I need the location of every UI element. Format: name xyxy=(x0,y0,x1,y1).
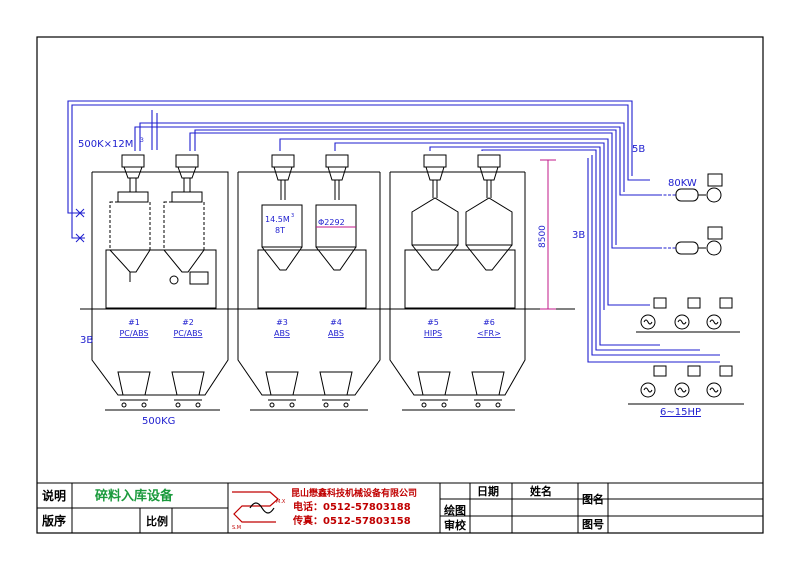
bin-1-mat: PC/ABS xyxy=(119,329,148,338)
conveying-pipes xyxy=(67,100,720,363)
draw-label: 绘图 xyxy=(444,503,466,517)
rooms xyxy=(80,171,575,411)
bin-capacity-label: 500KG xyxy=(142,416,175,427)
blower-1 xyxy=(650,173,723,203)
silo-weight-label: 8T xyxy=(275,226,285,235)
drawing-name-label: 图名 xyxy=(582,492,604,506)
blowers xyxy=(650,173,723,256)
title-text: 说明 碎料入库设备 版序 比例 M.X S.M 昆山懋鑫科技机械设备有限公司 电… xyxy=(42,484,604,532)
silo-1 xyxy=(109,154,151,282)
height-dimension xyxy=(316,159,556,310)
person-name-label: 姓名 xyxy=(530,484,552,498)
company-logo xyxy=(232,491,279,523)
blower-power-label: 80KW xyxy=(668,178,697,189)
silo-volume-label: 14.5M xyxy=(265,215,290,224)
silo-3 xyxy=(261,154,303,271)
company-fax: 传真：0512-57803158 xyxy=(292,514,411,527)
valve-icons xyxy=(75,208,85,243)
silos xyxy=(105,154,516,309)
company-name: 昆山懋鑫科技机械设备有限公司 xyxy=(291,487,417,499)
bin-6-num: #6 xyxy=(483,318,495,327)
blower-2 xyxy=(650,226,723,256)
drawing-no-label: 图号 xyxy=(582,518,604,531)
cart-2 xyxy=(171,371,205,408)
silo-diameter-label: Φ2292 xyxy=(318,218,345,227)
scale-label: 比例 xyxy=(146,514,168,528)
silo-4 xyxy=(315,154,357,271)
labels: 500K×12M 3 5B 3B 3B 80KW 6~15HP 500KG 85… xyxy=(78,137,701,427)
motors xyxy=(628,297,744,405)
cart-5 xyxy=(417,371,451,408)
height-label: 8500 xyxy=(538,225,548,248)
left-label-3b: 3B xyxy=(80,335,93,346)
check-label: 审校 xyxy=(444,518,467,532)
cart-4 xyxy=(319,371,353,408)
bin-5-num: #5 xyxy=(427,318,439,327)
silo-5 xyxy=(411,154,459,271)
silo-2 xyxy=(163,154,209,285)
bin-labels: #1 PC/ABS #2 PC/ABS #3 ABS #4 ABS #5 HIP… xyxy=(119,318,500,338)
company-phone: 电话：0512-57803188 xyxy=(293,500,411,513)
motor-row-2 xyxy=(640,365,733,398)
pipe-label-3b: 3B xyxy=(572,230,585,241)
capacity-sup: 3 xyxy=(140,137,144,144)
sheet-border xyxy=(36,36,764,534)
desc-value: 碎料入库设备 xyxy=(95,488,174,504)
bin-1-num: #1 xyxy=(128,318,140,327)
bin-5-mat: HIPS xyxy=(424,329,442,338)
silo-volume-sup: 3 xyxy=(291,213,294,219)
logo-top-text: M.X xyxy=(276,499,286,505)
bin-2-num: #2 xyxy=(182,318,194,327)
pipe-label-5b: 5B xyxy=(632,144,645,155)
capacity-label: 500K×12M xyxy=(78,139,133,150)
title-block xyxy=(36,482,764,534)
bin-2-mat: PC/ABS xyxy=(173,329,202,338)
motor-row-1 xyxy=(640,297,733,330)
cart-3 xyxy=(265,371,299,408)
silo-6 xyxy=(465,154,513,271)
bin-3-num: #3 xyxy=(276,318,288,327)
desc-label: 说明 xyxy=(42,488,66,503)
logo-bottom-text: S.M xyxy=(232,525,241,531)
motor-power-label: 6~15HP xyxy=(660,407,701,418)
carts xyxy=(117,371,505,408)
bin-6-mat: <FR> xyxy=(477,329,501,338)
cart-1 xyxy=(117,371,151,408)
bin-4-mat: ABS xyxy=(328,329,344,338)
date-label: 日期 xyxy=(477,484,499,498)
bin-3-mat: ABS xyxy=(274,329,290,338)
bin-4-num: #4 xyxy=(330,318,342,327)
cart-6 xyxy=(471,371,505,408)
seq-label: 版序 xyxy=(42,513,66,528)
